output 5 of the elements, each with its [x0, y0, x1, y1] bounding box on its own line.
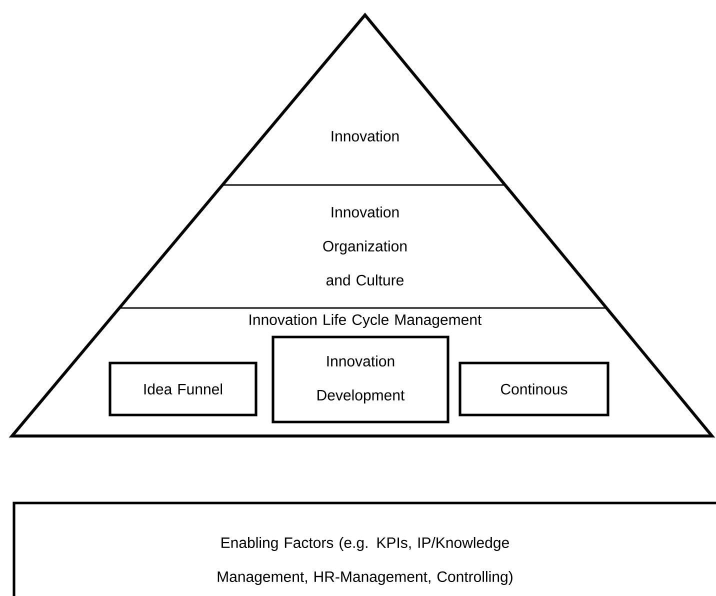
process-box: Idea Funnel	[108, 362, 258, 416]
process-box: Continous	[458, 362, 610, 416]
node-label: Innovation	[332, 130, 399, 142]
foundation-box: Enabling Factors (e.g. KPIs, IP/Knowledge Management, HR-Management, Controlling)	[12, 502, 716, 596]
process-box: Innovation Development	[272, 336, 450, 424]
